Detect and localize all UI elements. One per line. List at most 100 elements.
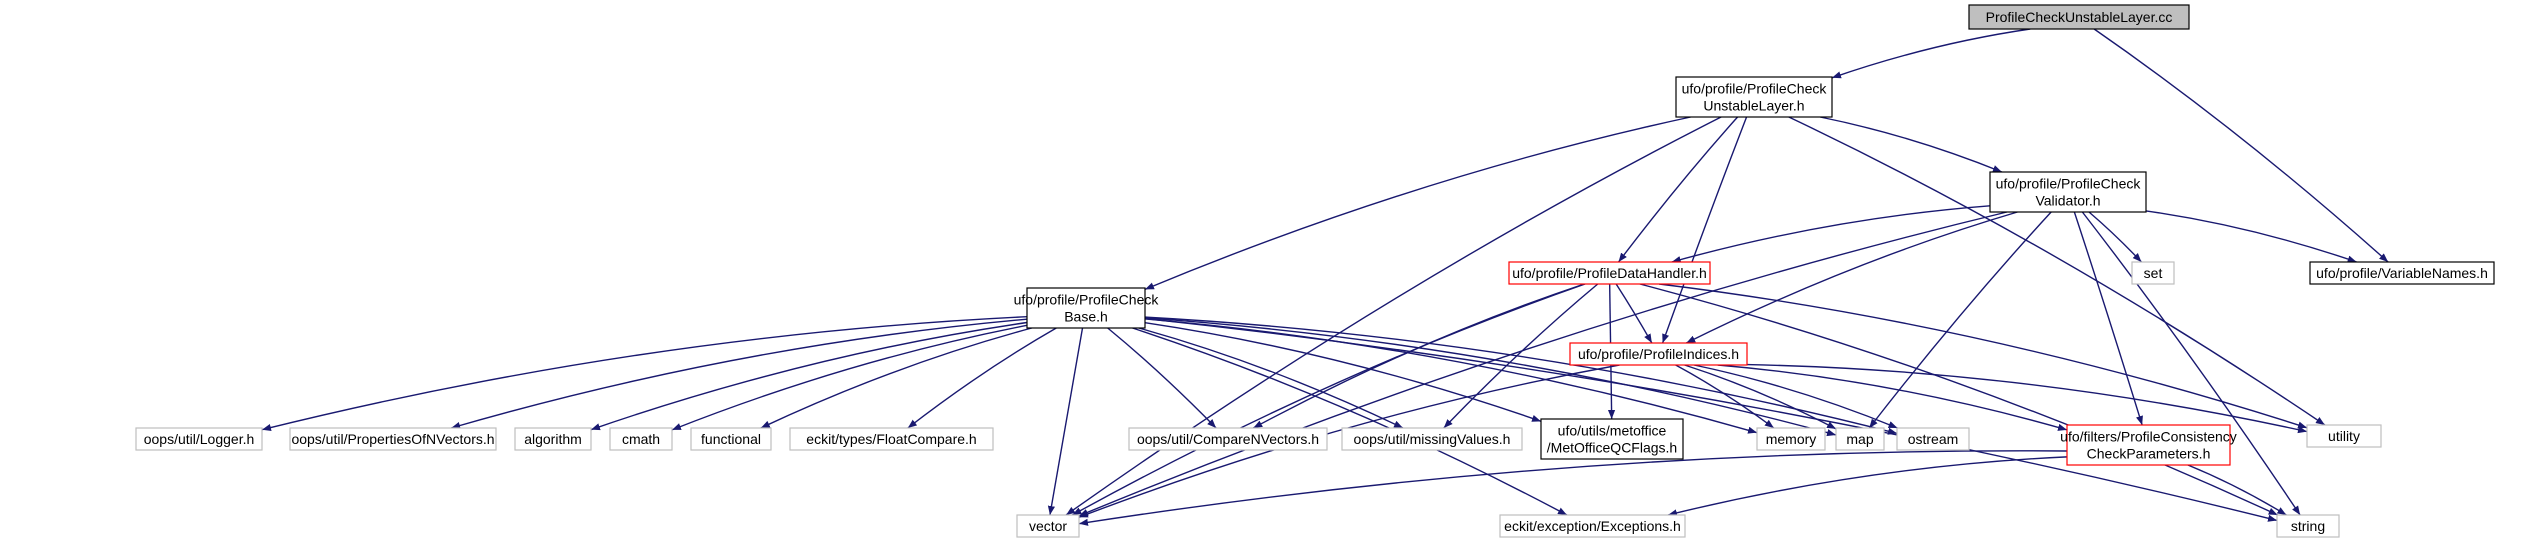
edge-validator_h-to-datahandler_h [1671, 205, 1991, 264]
node-algorithm-label-0: algorithm [524, 431, 582, 447]
node-string-label-0: string [2291, 518, 2325, 534]
node-unstable_h-label-1: UnstableLayer.h [1703, 98, 1804, 114]
edge-consistency_h-to-vector [1078, 450, 2068, 526]
edge-validator_h-to-string [2081, 211, 2301, 516]
node-vector[interactable]: vector [1016, 514, 1080, 538]
edge-indices_h-to-memory [1675, 364, 1775, 429]
edge-datahandler_h-to-vector [1072, 283, 1586, 516]
node-missing_h-box [1341, 427, 1523, 451]
node-set-box [2131, 261, 2175, 285]
edge-validator_h-to-map [1868, 211, 2052, 429]
edge-validator_h-to-vector [1078, 211, 2008, 517]
edge-base_h-to-map [1144, 317, 1837, 437]
node-memory-label-0: memory [1766, 431, 1817, 447]
edge-validator_h-to-consistency_h [2073, 211, 2143, 426]
node-utility[interactable]: utility [2306, 424, 2382, 448]
node-functional[interactable]: functional [690, 427, 772, 451]
edge-base_h-to-cmath [671, 324, 1028, 431]
node-comparen_h[interactable]: oops/util/CompareNVectors.h [1128, 427, 1328, 451]
node-cmath[interactable]: cmath [609, 427, 673, 451]
node-string-box [2276, 514, 2340, 538]
node-floatcompare_h-label-0: eckit/types/FloatCompare.h [806, 431, 976, 447]
node-root[interactable]: ProfileCheckUnstableLayer.cc [1968, 4, 2190, 30]
node-comparen_h-label-0: oops/util/CompareNVectors.h [1137, 431, 1319, 447]
node-set[interactable]: set [2131, 261, 2175, 285]
node-unstable_h-box [1675, 76, 1833, 118]
edge-base_h-to-functional [760, 327, 1032, 429]
node-indices_h[interactable]: ufo/profile/ProfileIndices.h [1569, 342, 1748, 366]
node-validator_h-box [1989, 171, 2147, 213]
edge-base_h-to-floatcompare_h [907, 327, 1057, 429]
node-propsof_h-box [289, 427, 497, 451]
node-ostream[interactable]: ostream [1896, 427, 1970, 451]
node-exceptions_h-box [1499, 514, 1686, 538]
edge-datahandler_h-to-indices_h [1615, 283, 1653, 344]
edge-base_h-to-algorithm [590, 321, 1028, 431]
node-datahandler_h[interactable]: ufo/profile/ProfileDataHandler.h [1508, 261, 1711, 285]
node-metoffice_h[interactable]: ufo/utils/metoffice/MetOfficeQCFlags.h [1540, 418, 1684, 460]
node-consistency_h-box [2066, 424, 2231, 466]
node-utility-label-0: utility [2328, 428, 2360, 444]
edge-base_h-to-string [1144, 317, 2278, 522]
node-consistency_h-label-1: CheckParameters.h [2087, 446, 2211, 462]
node-cmath-box [609, 427, 673, 451]
edge-unstable_h-to-indices_h [1661, 116, 1748, 344]
node-datahandler_h-label-0: ufo/profile/ProfileDataHandler.h [1512, 265, 1707, 281]
edge-indices_h-to-utility [1746, 363, 2308, 434]
node-base_h-box [1026, 287, 1146, 329]
node-datahandler_h-box [1508, 261, 1711, 285]
edge-unstable_h-to-validator_h [1819, 116, 2003, 173]
node-propsof_h-label-0: oops/util/PropertiesOfNVectors.h [291, 431, 494, 447]
node-exceptions_h[interactable]: eckit/exception/Exceptions.h [1499, 514, 1686, 538]
node-comparen_h-box [1128, 427, 1328, 451]
node-algorithm[interactable]: algorithm [514, 427, 592, 451]
edge-validator_h-to-set [2088, 211, 2142, 263]
node-varnames_h-box [2309, 261, 2495, 285]
node-base_h-label-1: Base.h [1064, 309, 1108, 325]
edge-datahandler_h-to-string [1639, 283, 2278, 516]
node-validator_h-label-0: ufo/profile/ProfileCheck [1996, 176, 2142, 192]
node-propsof_h[interactable]: oops/util/PropertiesOfNVectors.h [289, 427, 497, 451]
node-vector-label-0: vector [1029, 518, 1067, 534]
edge-unstable_h-to-base_h [1144, 116, 1691, 291]
node-varnames_h[interactable]: ufo/profile/VariableNames.h [2309, 261, 2495, 285]
node-cmath-label-0: cmath [622, 431, 660, 447]
edge-datahandler_h-to-utility [1658, 283, 2308, 429]
edge-base_h-to-logger_h [261, 316, 1028, 432]
node-root-label-0: ProfileCheckUnstableLayer.cc [1986, 9, 2173, 25]
node-indices_h-box [1569, 342, 1748, 366]
node-memory-box [1756, 427, 1826, 451]
node-map-box [1835, 427, 1885, 451]
node-consistency_h[interactable]: ufo/filters/ProfileConsistencyCheckParam… [2060, 424, 2237, 466]
node-string[interactable]: string [2276, 514, 2340, 538]
node-floatcompare_h[interactable]: eckit/types/FloatCompare.h [789, 427, 994, 451]
node-missing_h[interactable]: oops/util/missingValues.h [1341, 427, 1523, 451]
node-consistency_h-label-0: ufo/filters/ProfileConsistency [2060, 429, 2237, 445]
edge-layer [261, 28, 2389, 526]
node-metoffice_h-label-1: /MetOfficeQCFlags.h [1547, 440, 1677, 456]
edge-base_h-to-metoffice_h [1144, 322, 1542, 422]
node-base_h-label-0: ufo/profile/ProfileCheck [1014, 292, 1160, 308]
node-utility-box [2306, 424, 2382, 448]
node-memory[interactable]: memory [1756, 427, 1826, 451]
node-set-label-0: set [2144, 265, 2163, 281]
node-logger_h-label-0: oops/util/Logger.h [144, 431, 255, 447]
node-logger_h[interactable]: oops/util/Logger.h [135, 427, 263, 451]
edge-base_h-to-ostream [1144, 316, 1898, 435]
node-metoffice_h-label-0: ufo/utils/metoffice [1558, 423, 1667, 439]
edge-validator_h-to-varnames_h [2145, 210, 2357, 263]
node-map[interactable]: map [1835, 427, 1885, 451]
edge-datahandler_h-to-missing_h [1443, 283, 1599, 429]
node-algorithm-box [514, 427, 592, 451]
node-unstable_h-label-0: ufo/profile/ProfileCheck [1682, 81, 1828, 97]
edge-indices_h-to-consistency_h [1717, 364, 2068, 431]
node-ostream-box [1896, 427, 1970, 451]
node-unstable_h[interactable]: ufo/profile/ProfileCheckUnstableLayer.h [1675, 76, 1833, 118]
node-floatcompare_h-box [789, 427, 994, 451]
edge-base_h-to-missing_h [1138, 327, 1404, 429]
edge-unstable_h-to-datahandler_h [1617, 116, 1739, 263]
edge-validator_h-to-indices_h [1685, 211, 2018, 344]
